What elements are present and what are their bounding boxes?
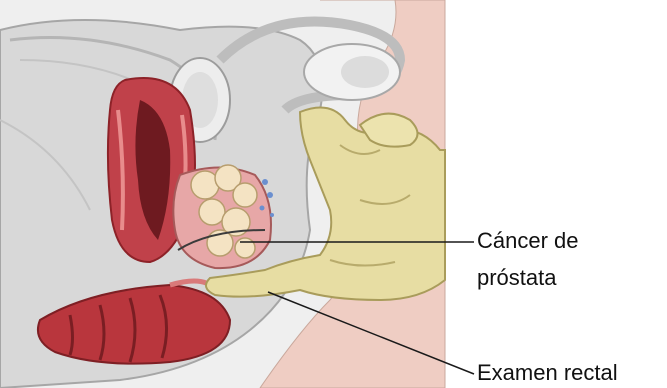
label-rectal-exam: Examen rectal — [477, 360, 618, 386]
testicle-inner — [341, 56, 389, 88]
page-right-area — [445, 0, 667, 388]
label-prostate-cancer-line2: próstata — [477, 265, 557, 291]
label-prostate-cancer-line1: Cáncer de — [477, 228, 579, 254]
